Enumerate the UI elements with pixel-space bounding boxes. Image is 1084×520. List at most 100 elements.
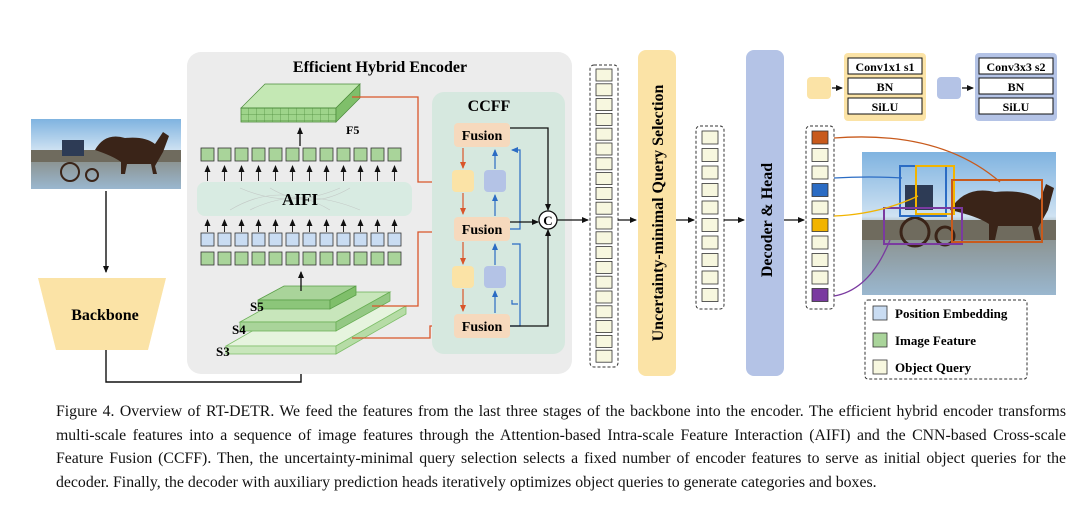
svg-text:Fusion: Fusion: [462, 129, 503, 144]
svg-text:Fusion: Fusion: [462, 223, 503, 238]
selected-query-token: [701, 218, 719, 232]
conv1x1-op-2: [452, 266, 474, 288]
aifi-output-token: [285, 147, 300, 162]
svg-text:Fusion: Fusion: [462, 320, 503, 335]
query-selection-block: [638, 50, 676, 376]
encoder-feature-token: [595, 320, 613, 334]
aifi-output-token: [200, 147, 215, 162]
s3-label: S3: [216, 344, 230, 359]
conv3x3-layers: Conv3x3 s2 BN SiLU: [978, 57, 1054, 115]
encoder-feature-token: [595, 186, 613, 200]
selected-queries-column: [695, 125, 725, 310]
position-embedding-tokens: [200, 232, 402, 247]
position-embedding-token: [336, 232, 351, 247]
aifi-output-token: [387, 147, 402, 162]
output-query-token: [811, 218, 829, 232]
output-query-token: [811, 253, 829, 267]
conv1x1-op-1: [452, 170, 474, 192]
aifi-output-tokens: [200, 147, 402, 162]
position-embedding-token: [251, 232, 266, 247]
aifi-output-token: [336, 147, 351, 162]
s4-label: S4: [232, 322, 246, 337]
encoder-feature-tokens: [595, 68, 613, 363]
selected-query-token: [701, 253, 719, 267]
image-feature-token: [302, 251, 317, 266]
selected-query-token: [701, 165, 719, 180]
selected-query-token: [701, 235, 719, 250]
image-feature-token: [251, 251, 266, 266]
selected-query-token: [701, 200, 719, 215]
conv1x1-legend-icon: [807, 77, 831, 99]
image-feature-token: [319, 251, 334, 266]
aifi-output-token: [217, 147, 232, 162]
query-selection-label: Uncertainty-minimal Query Selection: [650, 84, 667, 341]
image-feature-token: [387, 251, 402, 266]
svg-text:BN: BN: [877, 80, 894, 94]
aifi-block: [197, 182, 412, 216]
position-embedding-token: [268, 232, 283, 247]
image-feature-token: [268, 251, 283, 266]
position-embedding-token: [200, 232, 215, 247]
fusion-bottom: Fusion: [454, 314, 510, 338]
selected-query-token: [701, 270, 719, 285]
f5-feature-map: [240, 83, 361, 123]
aifi-output-token: [234, 147, 249, 162]
output-query-token: [811, 200, 829, 215]
conv1x1-layers: Conv1x1 s1 BN SiLU: [847, 57, 923, 115]
output-query-tokens: [811, 130, 829, 302]
svg-text:Image Feature: Image Feature: [895, 333, 976, 348]
selected-query-token: [701, 130, 719, 145]
position-embedding-token: [285, 232, 300, 247]
image-feature-token: [336, 251, 351, 266]
multiscale-features: [224, 285, 408, 355]
position-embedding-token: [353, 232, 368, 247]
figure-number: Figure 4.: [56, 403, 115, 420]
position-embedding-token: [234, 232, 249, 247]
selected-query-tokens: [701, 130, 719, 302]
image-feature-token: [370, 251, 385, 266]
encoder-feature-token: [595, 231, 613, 245]
image-feature-token: [234, 251, 249, 266]
aifi-output-token: [268, 147, 283, 162]
backbone-block: [38, 278, 166, 350]
svg-text:BN: BN: [1008, 80, 1025, 94]
figure-caption: Figure 4. Overview of RT-DETR. We feed t…: [56, 400, 1066, 494]
token-arrows: [204, 165, 398, 232]
conv3x3-op-1: [484, 170, 506, 192]
position-embedding-token: [387, 232, 402, 247]
output-query-token: [811, 148, 829, 162]
svg-text:Position Embedding: Position Embedding: [895, 306, 1008, 321]
legend-position-embedding: Position Embedding: [872, 305, 1008, 321]
fusion-top: Fusion: [454, 123, 510, 147]
selected-query-token: [701, 288, 719, 302]
encoder-feature-token: [595, 142, 613, 156]
concat-label: C: [543, 213, 552, 228]
output-query-token: [811, 235, 829, 250]
position-embedding-token: [370, 232, 385, 247]
image-feature-token: [200, 251, 215, 266]
svg-text:SiLU: SiLU: [872, 100, 899, 114]
encoder-feature-token: [595, 260, 613, 274]
ccff-title: CCFF: [468, 98, 511, 115]
output-query-token: [811, 183, 829, 197]
encoder-feature-token: [595, 201, 613, 215]
output-query-token: [811, 130, 829, 145]
encoder-feature-token: [595, 275, 613, 289]
conv3x3-op-2: [484, 266, 506, 288]
position-embedding-token: [302, 232, 317, 247]
decoder-head-block: [746, 50, 784, 376]
encoder-feature-token: [595, 83, 613, 97]
query-to-box-lines: [833, 136, 1001, 297]
encoder-feature-token: [595, 127, 613, 141]
encoder-feature-token: [595, 113, 613, 126]
encoder-feature-token: [595, 172, 613, 186]
image-feature-token: [353, 251, 368, 266]
output-query-token: [811, 288, 829, 302]
encoder-feature-token: [595, 98, 613, 111]
output-image: [862, 152, 1056, 295]
encoder-features-column: [589, 64, 619, 368]
caption-text: Overview of RT-DETR. We feed the feature…: [56, 403, 1066, 491]
aifi-output-token: [302, 147, 317, 162]
output-query-token: [811, 270, 829, 285]
encoder-feature-token: [595, 334, 613, 348]
